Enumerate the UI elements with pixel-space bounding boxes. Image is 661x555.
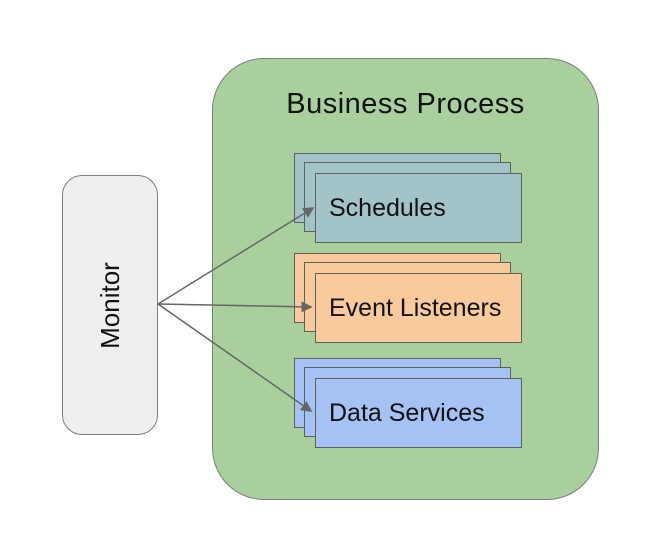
monitor-label: Monitor <box>94 261 125 349</box>
event-listeners-stack: Event Listeners <box>294 253 523 344</box>
schedules-label: Schedules <box>329 193 446 222</box>
schedules-card-front: Schedules <box>315 173 522 243</box>
monitor-box: Monitor <box>62 175 158 435</box>
event-listeners-card-front: Event Listeners <box>315 273 522 343</box>
data-services-stack: Data Services <box>294 358 523 449</box>
business-process-title: Business Process <box>286 88 525 120</box>
event-listeners-label: Event Listeners <box>329 293 502 322</box>
schedules-stack: Schedules <box>294 153 523 244</box>
data-services-label: Data Services <box>329 398 485 427</box>
data-services-card-front: Data Services <box>315 378 522 448</box>
